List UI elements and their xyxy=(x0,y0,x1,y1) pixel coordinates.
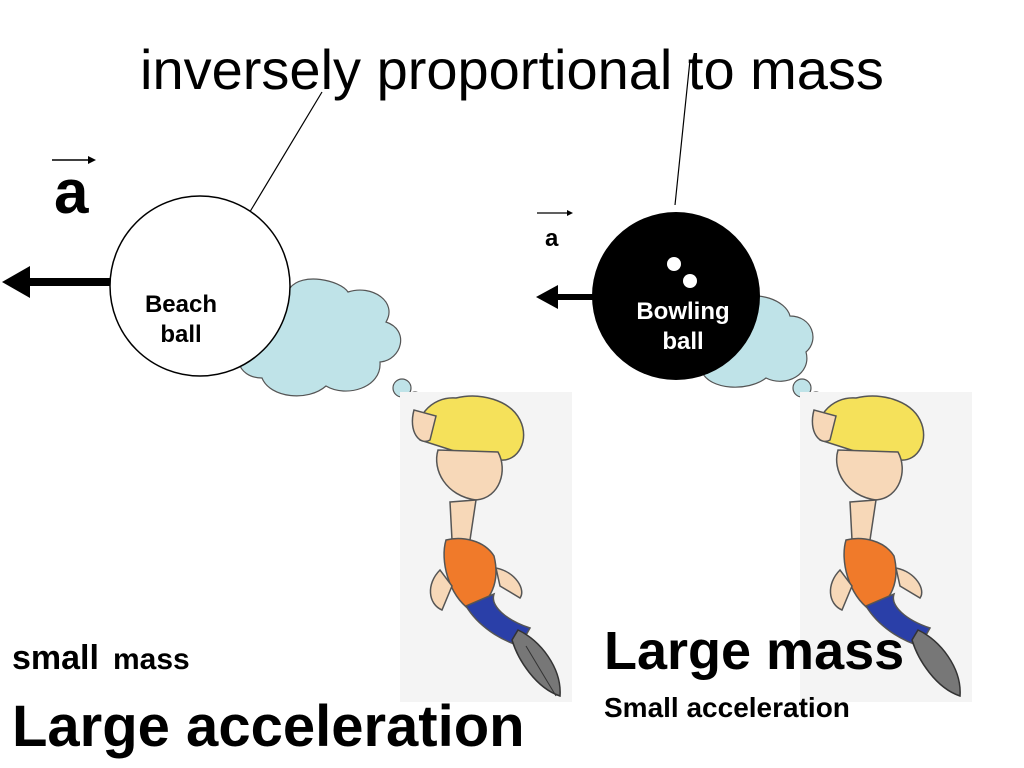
pointer-line-left xyxy=(247,91,323,216)
arrow-left-large xyxy=(2,266,112,298)
bowling-ball xyxy=(592,212,760,380)
bowling-ball-label-line1: Bowling xyxy=(636,298,730,325)
small-mass-word1: small xyxy=(12,639,99,677)
vector-symbol-large: a xyxy=(54,158,89,227)
arrow-left-small xyxy=(536,285,600,309)
small-acceleration-caption: Small acceleration xyxy=(604,692,850,723)
acceleration-vector-small: a xyxy=(535,205,575,255)
small-mass-caption: small mass xyxy=(12,636,190,682)
vector-arrow-icon xyxy=(537,210,573,216)
beach-ball-label-line1: Beach xyxy=(144,291,218,318)
finger-hole xyxy=(667,257,681,271)
slide-title: inversely proportional to mass xyxy=(140,38,884,101)
bowling-ball-label: Bowling ball xyxy=(615,297,751,357)
person-left xyxy=(400,392,572,702)
pointer-line-right xyxy=(674,59,691,206)
small-mass-word2: mass xyxy=(112,643,190,676)
acceleration-vector-large: a xyxy=(50,150,98,230)
beach-ball-label-line2: ball xyxy=(160,321,202,348)
large-acceleration-caption: Large acceleration xyxy=(12,694,525,759)
vector-symbol-small: a xyxy=(545,225,559,252)
vector-arrow-icon xyxy=(52,156,96,164)
finger-hole xyxy=(683,274,697,288)
beach-ball xyxy=(109,195,291,377)
beach-ball-label: Beach ball xyxy=(120,290,242,350)
large-mass-caption: Large mass xyxy=(604,621,905,681)
bowling-ball-label-line2: ball xyxy=(662,328,704,355)
person-right xyxy=(800,392,972,702)
